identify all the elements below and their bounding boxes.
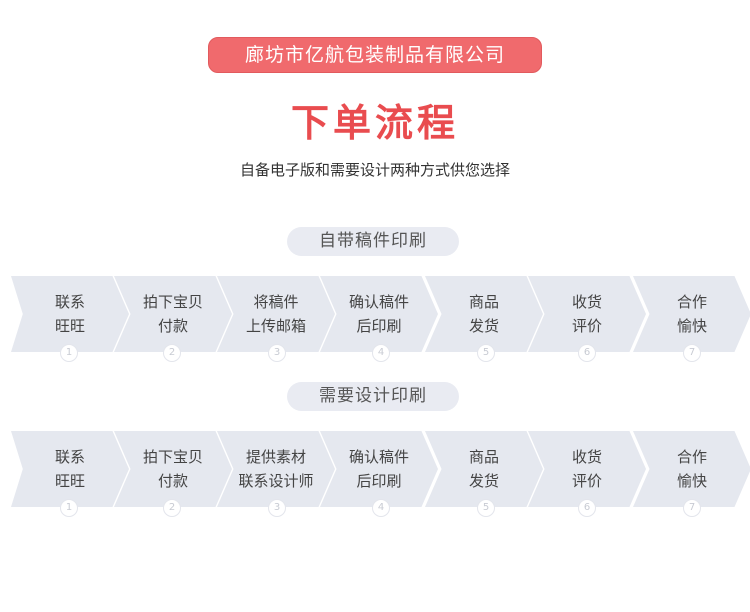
process-step-6: 收货评价 bbox=[528, 276, 646, 352]
step-line-1: 拍下宝贝 bbox=[142, 448, 203, 466]
step-line-1: 商品 bbox=[468, 448, 499, 466]
step-line-1: 收货 bbox=[571, 293, 602, 311]
process-flow-self-provided: 联系旺旺 1 拍下宝贝付款 2 将稿件上传邮箱 3 确认稿件后印刷 4 商品发货 5 收货评价 6 合作… bbox=[0, 276, 750, 366]
step-line-1: 提供素材 bbox=[245, 448, 306, 466]
step-number-badge: 4 bbox=[372, 344, 390, 362]
step-line-1: 确认稿件 bbox=[348, 293, 409, 311]
step-number-badge: 3 bbox=[268, 344, 286, 362]
step-text: 联系旺旺 bbox=[11, 290, 129, 338]
step-number-badge: 3 bbox=[268, 499, 286, 517]
step-number-badge: 2 bbox=[163, 344, 181, 362]
step-line-2: 评价 bbox=[571, 472, 602, 490]
step-line-2: 旺旺 bbox=[54, 317, 85, 335]
step-number-badge: 1 bbox=[60, 344, 78, 362]
step-number-badge: 7 bbox=[683, 344, 701, 362]
step-line-2: 付款 bbox=[157, 317, 188, 335]
step-line-2: 愉快 bbox=[676, 317, 707, 335]
step-line-1: 确认稿件 bbox=[348, 448, 409, 466]
process-step-5: 商品发货 bbox=[425, 431, 543, 507]
step-line-2: 发货 bbox=[468, 317, 499, 335]
process-step-5: 商品发货 bbox=[425, 276, 543, 352]
step-line-1: 拍下宝贝 bbox=[142, 293, 203, 311]
process-step-2: 拍下宝贝付款 bbox=[114, 431, 232, 507]
step-line-2: 发货 bbox=[468, 472, 499, 490]
step-text: 合作愉快 bbox=[633, 445, 750, 493]
step-line-2: 评价 bbox=[571, 317, 602, 335]
step-number-badge: 1 bbox=[60, 499, 78, 517]
process-step-1: 联系旺旺 bbox=[11, 276, 129, 352]
process-flow-design-needed: 联系旺旺 1 拍下宝贝付款 2 提供素材联系设计师 3 确认稿件后印刷 4 商品发货 5 收货评价 6… bbox=[0, 431, 750, 521]
step-line-2: 付款 bbox=[157, 472, 188, 490]
process-step-6: 收货评价 bbox=[528, 431, 646, 507]
process-step-2: 拍下宝贝付款 bbox=[114, 276, 232, 352]
step-line-1: 联系 bbox=[54, 448, 85, 466]
step-text: 商品发货 bbox=[425, 445, 543, 493]
step-line-2: 联系设计师 bbox=[238, 472, 314, 490]
process-step-7: 合作愉快 bbox=[633, 431, 750, 507]
step-number-badge: 2 bbox=[163, 499, 181, 517]
step-text: 拍下宝贝付款 bbox=[114, 290, 232, 338]
step-line-2: 旺旺 bbox=[54, 472, 85, 490]
process-step-7: 合作愉快 bbox=[633, 276, 750, 352]
step-text: 拍下宝贝付款 bbox=[114, 445, 232, 493]
step-text: 将稿件上传邮箱 bbox=[217, 290, 335, 338]
step-number-badge: 4 bbox=[372, 499, 390, 517]
step-line-1: 联系 bbox=[54, 293, 85, 311]
process-step-1: 联系旺旺 bbox=[11, 431, 129, 507]
step-number-badge: 7 bbox=[683, 499, 701, 517]
step-line-1: 合作 bbox=[676, 293, 707, 311]
step-text: 收货评价 bbox=[528, 290, 646, 338]
step-number-badge: 5 bbox=[477, 499, 495, 517]
step-number-badge: 6 bbox=[578, 344, 596, 362]
process-step-3: 提供素材联系设计师 bbox=[217, 431, 335, 507]
step-line-1: 将稿件 bbox=[253, 293, 299, 311]
page-subtitle: 自备电子版和需要设计两种方式供您选择 bbox=[239, 161, 510, 179]
company-banner: 廊坊市亿航包装制品有限公司 bbox=[208, 37, 542, 73]
step-number-badge: 5 bbox=[477, 344, 495, 362]
step-line-2: 上传邮箱 bbox=[245, 317, 306, 335]
process-step-4: 确认稿件后印刷 bbox=[320, 431, 438, 507]
section-label-design-needed: 需要设计印刷 bbox=[287, 382, 459, 411]
step-line-2: 后印刷 bbox=[356, 317, 402, 335]
process-step-3: 将稿件上传邮箱 bbox=[217, 276, 335, 352]
step-line-1: 商品 bbox=[468, 293, 499, 311]
step-line-1: 收货 bbox=[571, 448, 602, 466]
step-text: 商品发货 bbox=[425, 290, 543, 338]
process-step-4: 确认稿件后印刷 bbox=[320, 276, 438, 352]
step-line-2: 愉快 bbox=[676, 472, 707, 490]
step-line-2: 后印刷 bbox=[356, 472, 402, 490]
step-text: 确认稿件后印刷 bbox=[320, 290, 438, 338]
section-label-self-provided: 自带稿件印刷 bbox=[287, 227, 459, 256]
page-title: 下单流程 bbox=[290, 101, 459, 145]
step-text: 确认稿件后印刷 bbox=[320, 445, 438, 493]
step-text: 合作愉快 bbox=[633, 290, 750, 338]
step-line-1: 合作 bbox=[676, 448, 707, 466]
step-text: 提供素材联系设计师 bbox=[217, 445, 335, 493]
step-text: 收货评价 bbox=[528, 445, 646, 493]
step-text: 联系旺旺 bbox=[11, 445, 129, 493]
step-number-badge: 6 bbox=[578, 499, 596, 517]
